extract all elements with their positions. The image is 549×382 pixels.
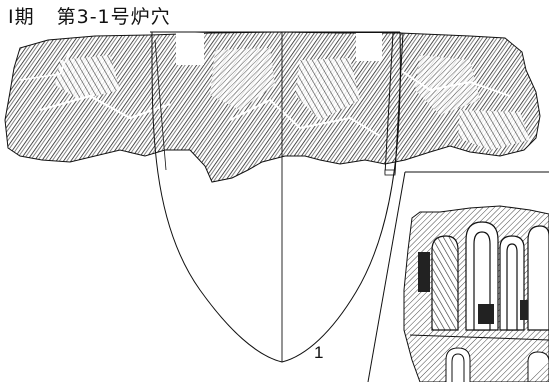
figure-title: Ⅰ期第3-1号炉穴: [8, 2, 171, 29]
rubbing-band: [4, 31, 541, 183]
period-label: Ⅰ期: [8, 6, 35, 28]
pit-outline: [151, 31, 401, 363]
feature-title: 第3-1号炉穴: [56, 6, 171, 28]
inset-panel: [367, 171, 549, 382]
figure-number: 1: [314, 343, 324, 362]
